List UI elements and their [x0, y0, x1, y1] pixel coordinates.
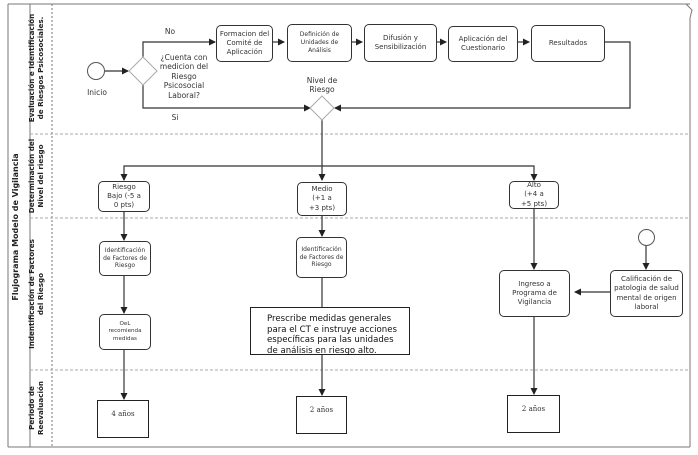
- lane-label-factors: Indentificación de Factores del Riesgo: [27, 239, 45, 349]
- decision-risk-level-gateway: [309, 95, 335, 121]
- pathology-start-event-icon: [638, 229, 655, 246]
- factor-identification-medium[interactable]: Identificación de Factores de Riesgo: [296, 237, 347, 278]
- process-step-diffusion[interactable]: Difusión y Sensibilización: [364, 24, 437, 62]
- decision-risk-level-label: Nivel de Riesgo: [306, 76, 338, 95]
- process-step-units[interactable]: Definición de Unidades de Análisis: [287, 24, 352, 62]
- process-step-questionnaire[interactable]: Aplicación del Cuestionario: [448, 26, 518, 62]
- reevaluation-low[interactable]: 4 años: [97, 400, 149, 438]
- process-step-committee[interactable]: Formacion del Comité de Aplicación: [216, 25, 273, 62]
- flow-results-to-level: [334, 41, 631, 112]
- lane-label-evaluation: Evaluación e Identificación de Riesgos P…: [27, 13, 45, 123]
- process-step-results[interactable]: Resultados: [531, 25, 605, 62]
- pool-frame: [7, 3, 693, 448]
- occupational-pathology-qualification[interactable]: Calificación de patologia de salud menta…: [610, 270, 683, 317]
- start-label: Inicio: [87, 88, 107, 97]
- yes-branch-label: Si: [171, 113, 179, 122]
- reevaluation-high[interactable]: 2 años: [507, 395, 560, 433]
- lane-label-determination: Determinación del Nivel del riesgo: [27, 138, 45, 214]
- risk-level-low[interactable]: Riesgo Bajo (-5 a 0 pts): [98, 181, 150, 212]
- reevaluation-medium[interactable]: 2 años: [296, 396, 347, 434]
- flow-yes: [142, 85, 311, 112]
- risk-level-medium[interactable]: Medio (+1 a +3 pts): [297, 182, 347, 216]
- flow-to-low: [120, 165, 322, 181]
- low-risk-recommendation[interactable]: OeL recomienda medidas: [99, 314, 151, 350]
- factor-identification-low[interactable]: Identificación de Factores de Riesgo: [99, 241, 151, 276]
- flow-to-high: [322, 165, 538, 181]
- medium-risk-prescription-note: Prescribe medidas generales para el CT e…: [250, 307, 410, 356]
- lane-dividers: [30, 133, 690, 371]
- start-event-icon: [87, 62, 105, 80]
- decision-measurement-label: ¿Cuenta con medicion del Riesgo Psicosoc…: [159, 53, 209, 100]
- no-branch-label: No: [164, 27, 176, 36]
- lane-label-reevaluation: Periodo de Reevaluación: [27, 380, 45, 436]
- risk-level-high[interactable]: Alto (+4 a +5 pts): [509, 181, 559, 209]
- decision-measurement-gateway: [128, 56, 158, 86]
- diagram-title: Flujograma Modelo de Vigilancia: [11, 153, 20, 301]
- surveillance-program-entry[interactable]: Ingreso a Programa de Vigilancia: [499, 270, 570, 317]
- flow-no: [142, 38, 216, 57]
